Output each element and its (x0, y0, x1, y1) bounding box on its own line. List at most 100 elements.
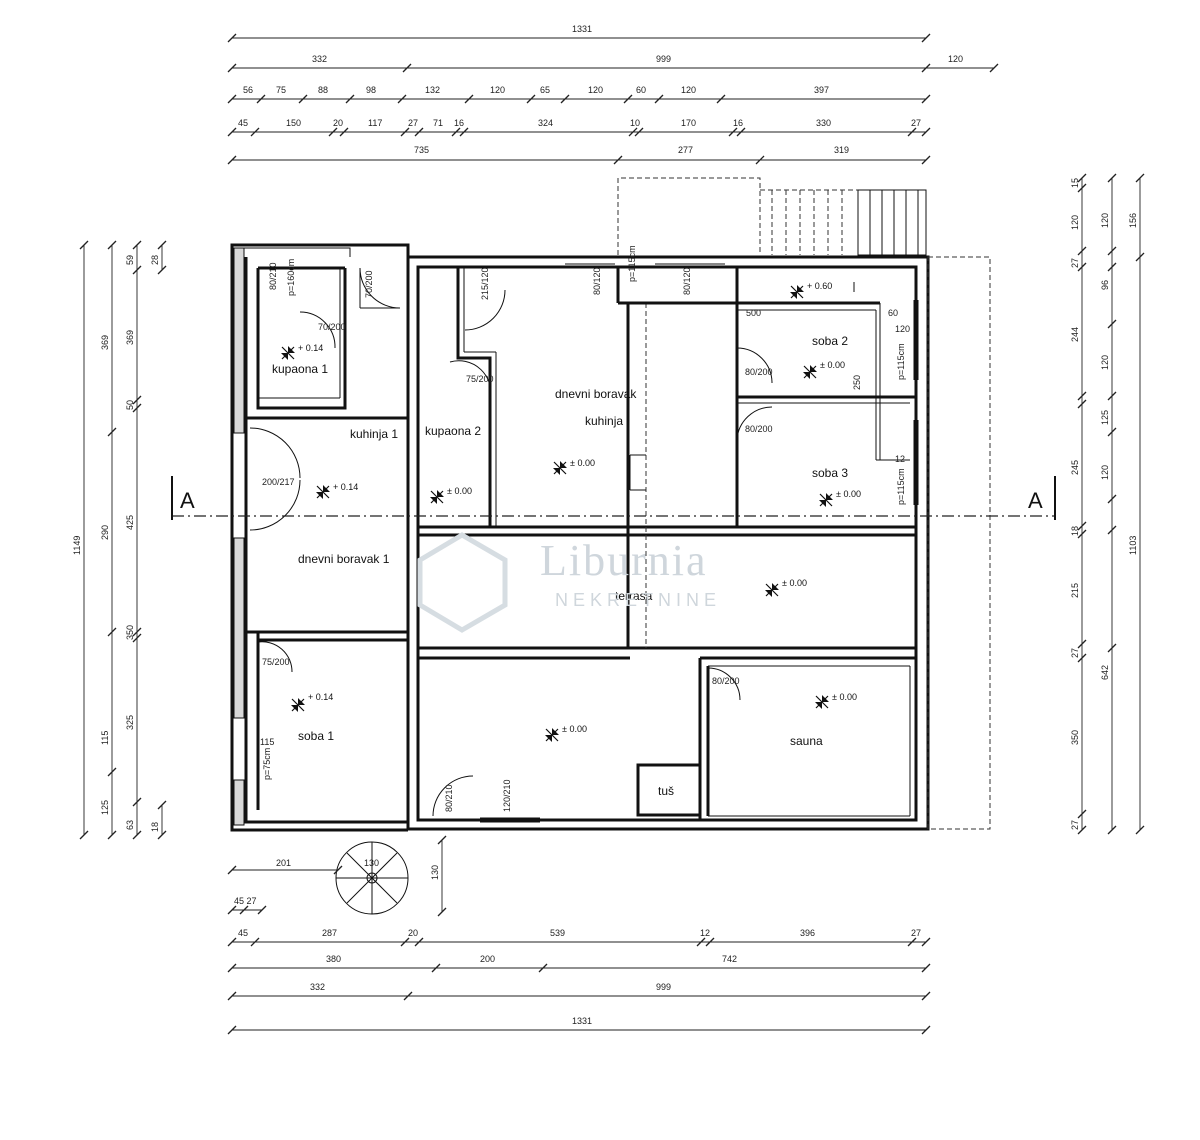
level-value: ± 0.00 (562, 724, 587, 734)
room-label-soba-2: soba 2 (812, 334, 848, 348)
dim-text: 369 (100, 335, 110, 350)
level-value: + 0.14 (298, 343, 323, 353)
level-marker-icon (291, 698, 305, 712)
dim-text: 120 (1100, 355, 1110, 370)
dim-text: 999 (656, 982, 671, 992)
dim-text: 215 (1070, 583, 1080, 598)
room-label-soba-1: soba 1 (298, 729, 334, 743)
level-value: ± 0.00 (836, 489, 861, 499)
dim-text: 277 (678, 145, 693, 155)
level-marker-icon (553, 461, 567, 475)
dim-text: 115 (100, 731, 110, 745)
dim-text: 170 (681, 118, 696, 128)
level-markers: + 0.14 + 0.14 + 0.14 ± 0.00 ± 0.00 + 0.6… (281, 281, 861, 742)
level-marker-icon (430, 490, 444, 504)
dim-text: 742 (722, 954, 737, 964)
level-value: ± 0.00 (570, 458, 595, 468)
level-value: ± 0.00 (447, 486, 472, 496)
door-label: 80/200 (745, 367, 773, 377)
top-dimensions: 1331 332 999 120 56 75 88 98 132 120 65 … (227, 24, 999, 165)
room-label-tus: tuš (658, 784, 674, 798)
room-label-dnevni-boravak: dnevni boravak (555, 387, 637, 401)
door-label: 120/210 (502, 779, 512, 812)
dim-text: 15 (1070, 178, 1080, 188)
door-label: 80/200 (745, 424, 773, 434)
dim-text: 20 (333, 118, 343, 128)
level-marker-icon (545, 728, 559, 742)
door-label: 80/210 (268, 262, 278, 290)
room-label-dnevni-boravak-1: dnevni boravak 1 (298, 552, 390, 566)
dim-text: 350 (1070, 730, 1080, 745)
level-marker-icon (790, 285, 804, 299)
level-marker-icon (316, 485, 330, 499)
dim-text: 1149 (72, 536, 82, 555)
dim-text: 330 (816, 118, 831, 128)
dim-text: 324 (538, 118, 553, 128)
level-marker-icon (765, 583, 779, 597)
door-label: 70/200 (364, 270, 374, 298)
dim-text: 71 (433, 118, 443, 128)
dim-text: 18 (150, 822, 160, 832)
dim-text: 27 (911, 118, 921, 128)
dim-text: 200 (480, 954, 495, 964)
window-dim: 250 (852, 375, 862, 390)
room-label-sauna: sauna (790, 734, 823, 748)
dim-text: 27 (408, 118, 418, 128)
stair-dim: 130 (430, 865, 440, 880)
stair-dim: 130 (364, 858, 379, 868)
level-marker-icon (281, 346, 295, 360)
window-dim: 115 (260, 737, 274, 747)
left-dimensions: 1149 369 290 115 125 59 369 50 425 350 3… (72, 240, 167, 840)
watermark-sub: NEKRETNINE (555, 590, 721, 610)
door-label: 200/217 (262, 477, 295, 487)
window-label: p=115cm (896, 343, 906, 380)
dim-text: 999 (656, 54, 671, 64)
dim-text: 380 (326, 954, 341, 964)
dim-text: 369 (125, 330, 135, 345)
dim-text: 350 (125, 625, 135, 640)
dim-text: 75 (276, 85, 286, 95)
door-label: 80/200 (712, 676, 740, 686)
window-label: p=115cm (627, 245, 637, 282)
room-label-kuhinja: kuhinja (585, 414, 623, 428)
dim-text: 98 (366, 85, 376, 95)
level-value: ± 0.00 (832, 692, 857, 702)
dim-text: 1331 (572, 1016, 592, 1026)
room-labels: kupaona 1 kuhinja 1 dnevni boravak 1 sob… (272, 334, 848, 798)
doors (249, 257, 919, 823)
room-label-kuhinja-1: kuhinja 1 (350, 427, 398, 441)
level-value: + 0.14 (308, 692, 333, 702)
spiral-staircase: 130 201 130 45 27 (227, 835, 447, 917)
dim-text: 60 (636, 85, 646, 95)
dim-text: 325 (125, 715, 135, 730)
stair-dim: 201 (276, 858, 291, 868)
outer-walls (230, 243, 991, 832)
dim-text: 244 (1070, 327, 1080, 342)
door-label: 75/200 (466, 374, 494, 384)
dim-text: 27 (1070, 258, 1080, 268)
dim-text: 1331 (572, 24, 592, 34)
dim-text: 120 (1100, 213, 1110, 228)
window-dim: 12 (895, 454, 905, 464)
dim-text: 56 (243, 85, 253, 95)
dim-text: 156 (1128, 213, 1138, 228)
dim-text: 125 (100, 800, 110, 815)
dim-text: 20 (408, 928, 418, 938)
dim-text: 397 (814, 85, 829, 95)
dim-text: 65 (540, 85, 550, 95)
dim-text: 125 (1100, 410, 1110, 425)
right-dimensions: 156 1103 120 96 120 125 120 642 15 120 2… (1070, 173, 1145, 835)
dim-text: 18 (1070, 526, 1080, 536)
dim-text: 16 (454, 118, 464, 128)
door-label: 80/210 (444, 784, 454, 812)
window-label: p=115cm (896, 468, 906, 505)
dim-text: 332 (312, 54, 327, 64)
dim-text: 28 (150, 255, 160, 265)
level-marker-icon (803, 365, 817, 379)
dim-text: 45 (238, 928, 248, 938)
dim-text: 735 (414, 145, 429, 155)
window-label: p=75cm (262, 748, 272, 780)
room-label-terrace: terrasa (615, 589, 653, 603)
stair-dim: 45 27 (234, 896, 257, 906)
